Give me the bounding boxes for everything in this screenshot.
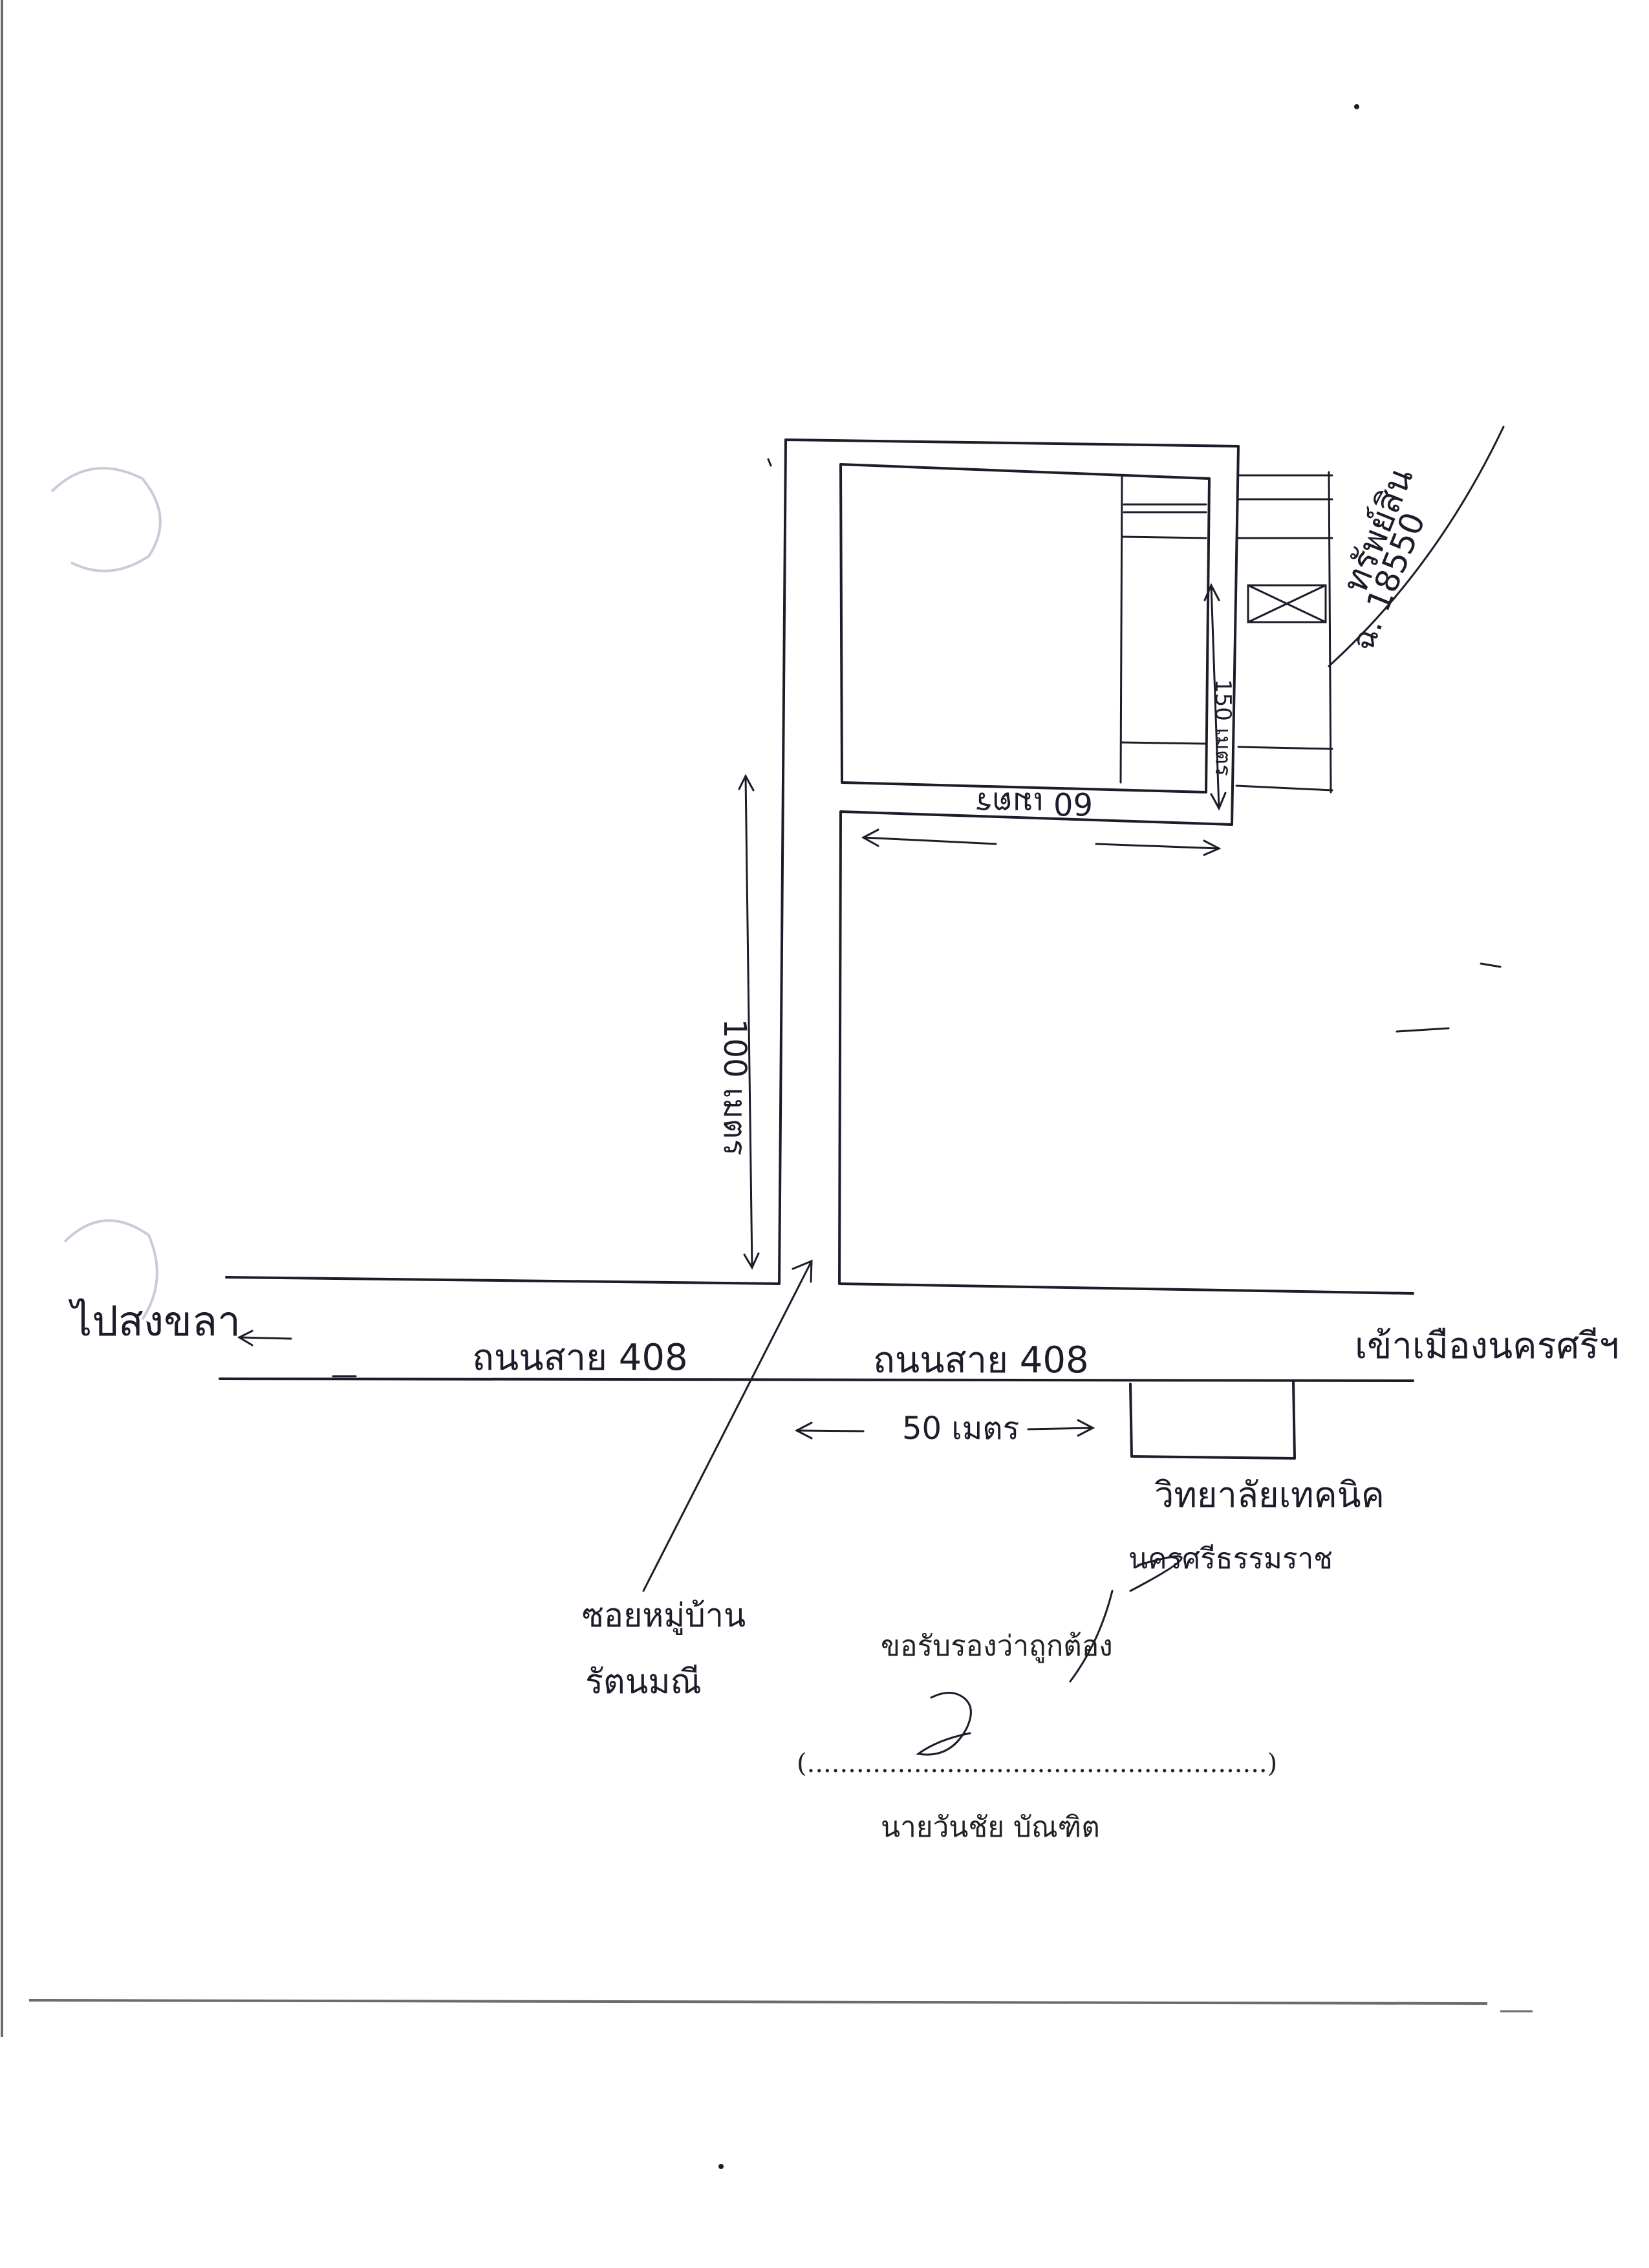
speck xyxy=(1480,962,1502,968)
label-soi-line1: ซอยหมู่บ้าน xyxy=(582,1597,746,1635)
dimension-60m xyxy=(861,828,1222,856)
label-dist-50: 50 เมตร xyxy=(902,1410,1019,1447)
scan-stain xyxy=(63,1219,158,1321)
property-building xyxy=(1235,471,1333,794)
scan-edge-bottom xyxy=(28,1999,1488,2005)
dimension-150m xyxy=(1203,583,1227,811)
soi-lane xyxy=(767,438,1240,1285)
label-dist-100: 100 เมตร xyxy=(717,1019,753,1156)
label-to-city: เข้าเมืองนครศรีฯ xyxy=(1355,1325,1619,1367)
label-dist-150: 150 เมตร xyxy=(1210,679,1236,776)
signature-scribble xyxy=(916,1692,972,1756)
label-road-right: ถนนสาย 408 xyxy=(873,1339,1089,1381)
certification-heading: ขอรับรองว่าถูกต้อง xyxy=(881,1630,1113,1663)
scan-stain xyxy=(50,467,162,572)
property-plot xyxy=(839,463,1211,794)
label-to-songkhla: ไปสงขลา xyxy=(68,1298,241,1346)
college-leader-line xyxy=(1069,1590,1114,1683)
speck xyxy=(718,2164,724,2169)
label-college-line2: นครศรีธรรมราช xyxy=(1128,1542,1333,1575)
signatory-name: นายวันชัย บัณฑิต xyxy=(881,1811,1100,1844)
dimension-100m xyxy=(738,773,760,1270)
dimension-50m xyxy=(794,1419,1095,1440)
label-soi-line2: รัตนมณี xyxy=(585,1663,702,1701)
direction-arrow-to-songkhla xyxy=(237,1330,357,1377)
label-dist-60: 60 เมตร xyxy=(976,785,1093,821)
property-leader-line xyxy=(1328,426,1505,667)
certification-block: ขอรับรองว่าถูกต้อง (....................… xyxy=(797,1630,1277,1844)
speck xyxy=(1354,104,1359,109)
soi-leader-arrow xyxy=(642,1259,813,1592)
college-building xyxy=(1129,1379,1296,1460)
label-college-line1: วิทยาลัยเทคนิค xyxy=(1154,1474,1385,1515)
main-road-408 xyxy=(219,1276,1414,1382)
speck xyxy=(1396,1027,1450,1033)
label-road-left: ถนนสาย 408 xyxy=(472,1337,688,1379)
signature-line: (.......................................… xyxy=(797,1749,1277,1778)
college-leader-line xyxy=(1129,1555,1183,1592)
